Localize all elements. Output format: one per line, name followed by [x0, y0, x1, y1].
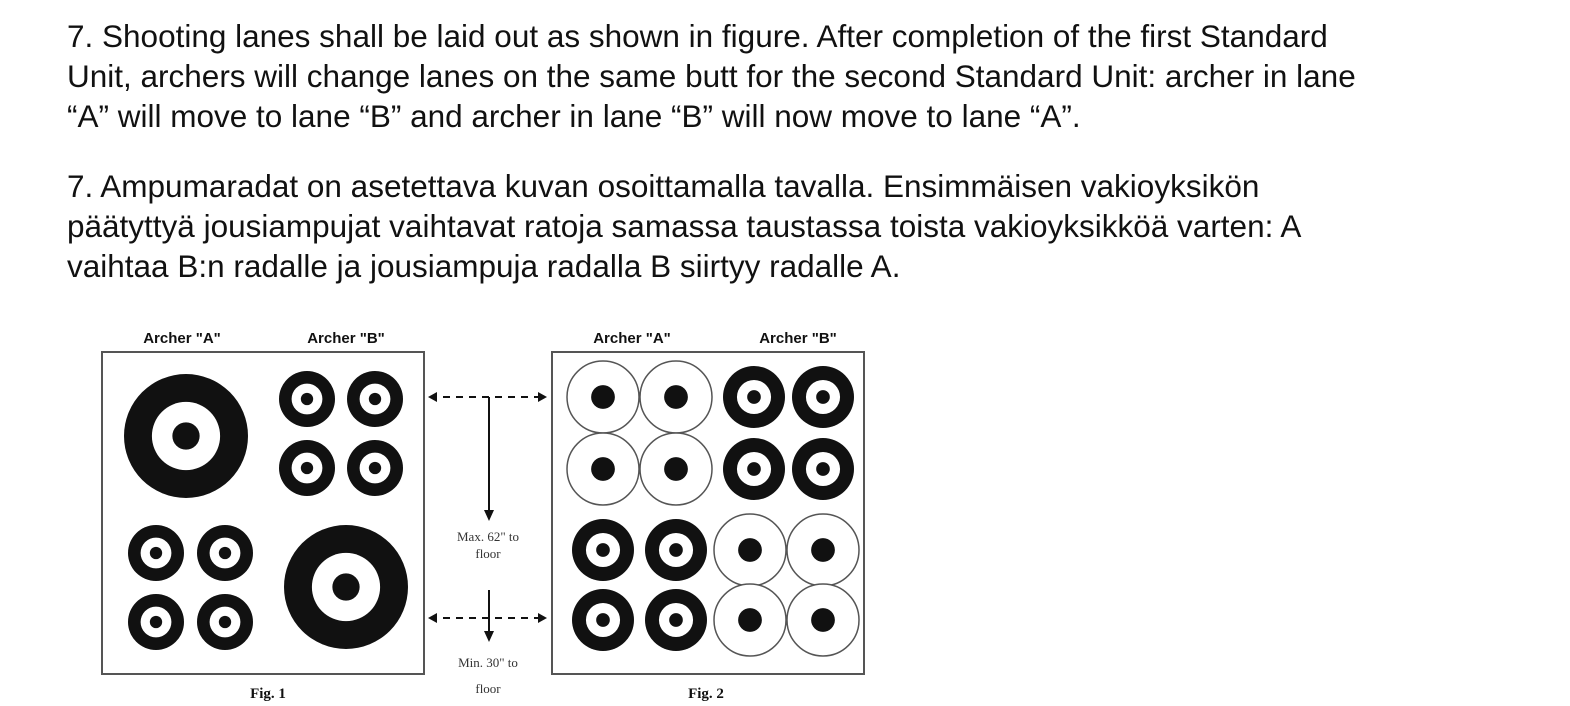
fig2-outline-target-a	[566, 360, 640, 434]
height-annotations: Max. 62" to floor Min. 30" to floor	[428, 392, 547, 696]
fig2-small-target-a	[645, 519, 707, 581]
figure-2: Archer "A" Archer "B" Fig. 2	[551, 330, 865, 702]
fig2-outline-target-a	[639, 360, 713, 434]
max-height-label-line2: floor	[475, 546, 501, 561]
fig2-caption: Fig. 2	[688, 686, 724, 702]
fig2-outline-target-b	[713, 583, 787, 657]
min-height-arrowhead	[484, 631, 494, 642]
fig2-small-target-a	[572, 519, 634, 581]
paragraph-line: 7. Shooting lanes shall be laid out as s…	[67, 18, 1328, 54]
fig1-small-target-a	[197, 525, 253, 581]
fig2-small-target-b	[792, 438, 854, 500]
fig1-small-target-b	[279, 440, 335, 496]
fig1-small-target-a	[128, 594, 184, 650]
fig1-small-target-b	[347, 440, 403, 496]
fig1-small-target-b	[347, 371, 403, 427]
fig1-caption: Fig. 1	[250, 686, 286, 702]
max-height-label-line1: Max. 62" to	[457, 529, 519, 544]
fig2-outline-target-b	[786, 513, 860, 587]
min-height-label-line2: floor	[475, 681, 501, 696]
fig2-header-archer-a: Archer "A"	[593, 330, 671, 347]
paragraph-line: Unit, archers will change lanes on the s…	[67, 58, 1356, 94]
fig1-butt-frame	[101, 351, 425, 675]
paragraph-line: päätyttyä jousiampujat vaihtavat ratoja …	[67, 208, 1302, 244]
lower-arrowhead-right	[538, 613, 547, 623]
upper-arrowhead-left	[428, 392, 437, 402]
fig2-outline-target-b	[713, 513, 787, 587]
fig1-large-target-b	[284, 525, 408, 649]
fig2-outline-target-a	[566, 432, 640, 506]
fig2-small-target-b	[723, 366, 785, 428]
fig1-header-archer-b: Archer "B"	[307, 330, 385, 347]
paragraph-line: 7. Ampumaradat on asetettava kuvan osoit…	[67, 168, 1260, 204]
paragraph-finnish: 7. Ampumaradat on asetettava kuvan osoit…	[67, 166, 1562, 286]
min-height-label-line1: Min. 30" to	[458, 655, 518, 670]
fig1-large-target-a	[124, 374, 248, 498]
paragraph-line: vaihtaa B:n radalle ja jousiampuja radal…	[67, 248, 901, 284]
fig2-small-target-b	[792, 366, 854, 428]
paragraph-line: “A” will move to lane “B” and archer in …	[67, 98, 1081, 134]
max-height-arrowhead	[484, 510, 494, 521]
fig2-outline-target-a	[639, 432, 713, 506]
fig2-header-archer-b: Archer "B"	[759, 330, 837, 347]
fig2-small-target-a	[572, 589, 634, 651]
fig2-butt-frame	[551, 351, 865, 675]
fig2-outline-target-b	[786, 583, 860, 657]
fig1-small-target-a	[128, 525, 184, 581]
lower-arrowhead-left	[428, 613, 437, 623]
paragraph-english: 7. Shooting lanes shall be laid out as s…	[67, 16, 1562, 136]
figure-1: Archer "A" Archer "B" Fig. 1	[101, 330, 425, 702]
fig1-small-target-b	[279, 371, 335, 427]
fig1-header-archer-a: Archer "A"	[143, 330, 221, 347]
fig1-small-target-a	[197, 594, 253, 650]
fig2-small-target-b	[723, 438, 785, 500]
upper-arrowhead-right	[538, 392, 547, 402]
fig2-small-target-a	[645, 589, 707, 651]
